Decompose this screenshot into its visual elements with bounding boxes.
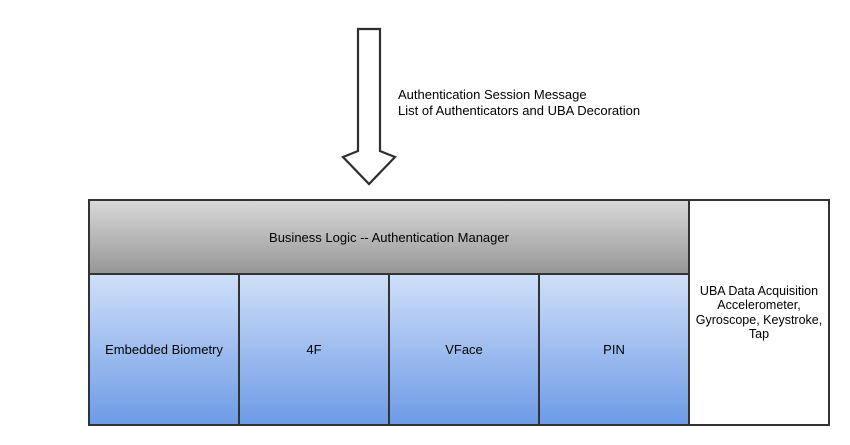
authenticator-box-vface: VFace [390, 275, 540, 424]
authenticator-box-embedded-biometry: Embedded Biometry [90, 275, 240, 424]
uba-data-acquisition-box: UBA Data Acquisition Accelerometer, Gyro… [690, 201, 828, 424]
authenticators-row: Embedded Biometry 4F VFace PIN [90, 275, 688, 424]
authenticator-box-4f: 4F [240, 275, 390, 424]
business-logic-manager-label: Business Logic -- Authentication Manager [269, 229, 509, 245]
business-logic-manager-box: Business Logic -- Authentication Manager [90, 201, 688, 275]
authenticator-label: 4F [306, 342, 322, 357]
authenticator-label: PIN [603, 342, 625, 357]
down-arrow-icon [341, 27, 397, 186]
authenticator-label: Embedded Biometry [105, 342, 223, 357]
arrow-annotation: Authentication Session Message List of A… [398, 87, 641, 118]
authenticator-box-pin: PIN [540, 275, 688, 424]
authentication-architecture-block: Business Logic -- Authentication Manager… [88, 199, 830, 426]
authenticator-label: VFace [445, 342, 483, 357]
manager-and-authenticators-column: Business Logic -- Authentication Manager… [90, 201, 690, 424]
